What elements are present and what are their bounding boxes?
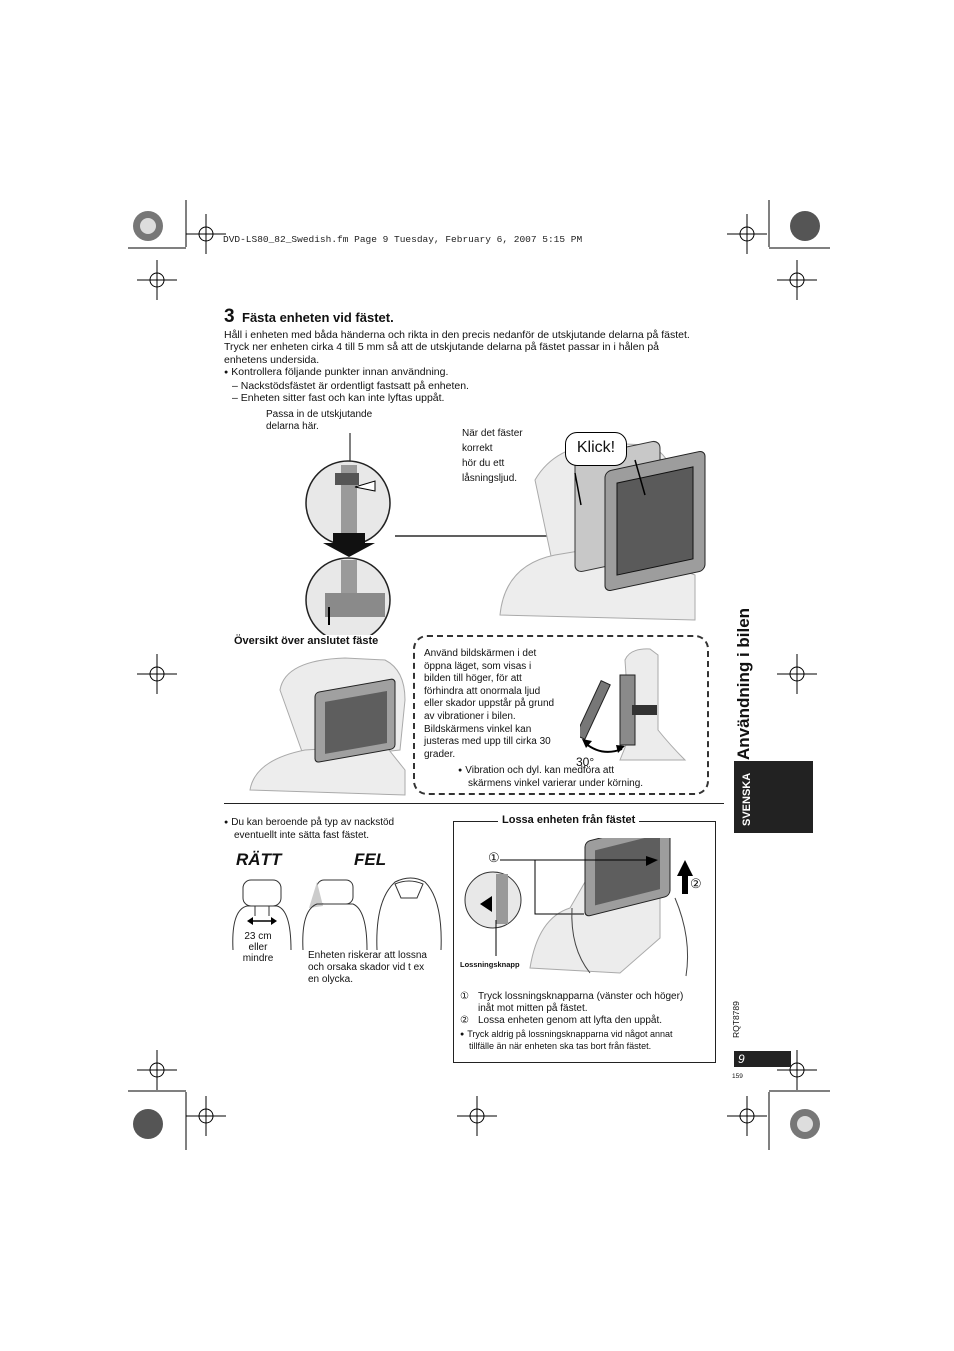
wrong-label: FEL	[354, 850, 387, 869]
click-bubble: Klick!	[565, 432, 627, 466]
remove-illustration	[464, 838, 693, 977]
paragraph-line: enhetens undersida.	[224, 353, 320, 366]
release-button-label: Lossningsknapp	[460, 960, 520, 969]
model-code: RQT8789	[731, 1001, 741, 1038]
usage-note-text: Använd bildskärmen i det öppna läget, so…	[424, 648, 555, 760]
headrest-comparison-illustration	[232, 877, 442, 950]
measure-label: 23 cm eller mindre	[242, 931, 274, 964]
headrest-mounted-illustration	[499, 440, 706, 621]
overview-title: Översikt över anslutet fäste	[234, 635, 379, 647]
marker-2: ②	[690, 876, 702, 891]
step-title: Fästa enheten vid fästet.	[242, 310, 394, 325]
step-paragraph: Håll i enheten med båda händerna och rik…	[224, 329, 724, 405]
callout-click-sound: När det fäster korrekt hör du ett låsnin…	[462, 428, 523, 484]
check-bullet: Kontrollera följande punkter innan använ…	[224, 366, 724, 380]
angle-illustration	[580, 648, 687, 761]
sub-page-number: 159	[732, 1073, 743, 1080]
paragraph-line: Tryck ner enheten cirka 4 till 5 mm så a…	[224, 341, 660, 354]
mounting-illustration-closeups	[305, 433, 391, 635]
section-divider	[224, 803, 724, 804]
remove-steps: ① Tryck lossningsknapparna (vänster och …	[460, 991, 683, 1027]
usage-note-box	[413, 635, 709, 795]
remove-title: Lossa enheten från fästet	[498, 814, 640, 826]
correct-label: RÄTT	[236, 850, 282, 869]
language-tab: SVENSKA	[734, 761, 813, 833]
remove-step: ② Lossa enheten genom att lyfta den uppå…	[460, 1015, 663, 1026]
step-number: 3	[224, 306, 235, 327]
section-side-title: Användning i bilen	[734, 607, 753, 760]
vibration-bullet: Vibration och dyl. kan medföra att skärm…	[458, 765, 643, 790]
paragraph-line: Håll i enheten med båda händerna och rik…	[224, 329, 690, 341]
file-header-line: DVD-LS80_82_Swedish.fm Page 9 Tuesday, F…	[223, 234, 583, 245]
dash-item: – Nackstödsfästet är ordentligt fastsatt…	[232, 380, 469, 393]
dash-item: – Enheten sitter fast och kan inte lyfta…	[232, 392, 445, 405]
remove-note: Tryck aldrig på lossningsknapparna vid n…	[460, 1029, 672, 1052]
callout-align: Passa in de utskjutande delarna här.	[266, 409, 373, 432]
headrest-note: Du kan beroende på typ av nackstöd event…	[224, 817, 394, 842]
overview-illustration	[249, 657, 406, 796]
remove-step: ① Tryck lossningsknapparna (vänster och …	[460, 991, 684, 1014]
risk-warning: Enheten riskerar att lossna och orsaka s…	[308, 950, 427, 985]
marker-1: ①	[488, 850, 500, 865]
page-number-tab: 9	[734, 1051, 791, 1067]
